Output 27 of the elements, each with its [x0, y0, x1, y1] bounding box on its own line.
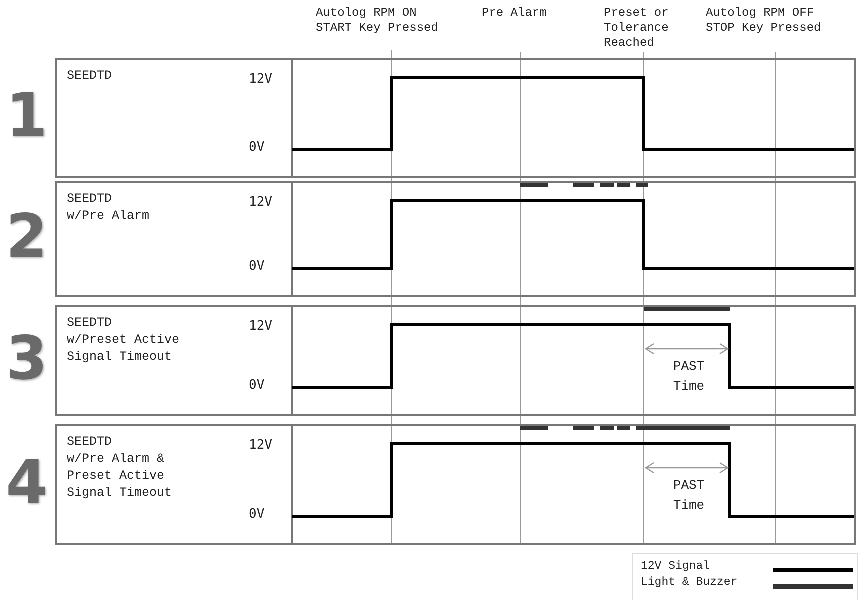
- row-title: SEEDTD: [67, 68, 114, 85]
- duration-label: PAST Time: [672, 358, 706, 396]
- row-number: 1: [6, 86, 48, 146]
- voltage-label: 12V: [249, 195, 272, 210]
- signal-row-panel: [55, 424, 856, 545]
- row-number: 2: [6, 207, 48, 267]
- signal-row-panel: [55, 181, 856, 297]
- duration-label: PAST Time: [672, 477, 706, 515]
- row-title: SEEDTD w/Pre Alarm: [67, 191, 151, 225]
- event-label: Autolog RPM OFF STOP Key Pressed: [706, 6, 822, 36]
- voltage-label: 12V: [249, 438, 272, 453]
- voltage-label: 0V: [249, 378, 265, 393]
- voltage-label: 0V: [249, 507, 265, 522]
- signal-row-panel: [55, 58, 856, 178]
- row-title: SEEDTD w/Preset Active Signal Timeout: [67, 315, 181, 366]
- legend-label: Light & Buzzer: [641, 575, 738, 590]
- voltage-label: 12V: [249, 319, 272, 334]
- event-label: Preset or Tolerance Reached: [604, 6, 670, 51]
- row-title: SEEDTD w/Pre Alarm & Preset Active Signal Timeout: [67, 434, 174, 502]
- voltage-label: 0V: [249, 140, 265, 155]
- legend-label: 12V Signal: [641, 559, 710, 574]
- voltage-label: 12V: [249, 72, 272, 87]
- event-label: Autolog RPM ON START Key Pressed: [316, 6, 440, 36]
- voltage-label: 0V: [249, 259, 265, 274]
- row-number: 3: [6, 328, 48, 388]
- signal-row-panel: [55, 305, 856, 416]
- row-number: 4: [6, 452, 48, 512]
